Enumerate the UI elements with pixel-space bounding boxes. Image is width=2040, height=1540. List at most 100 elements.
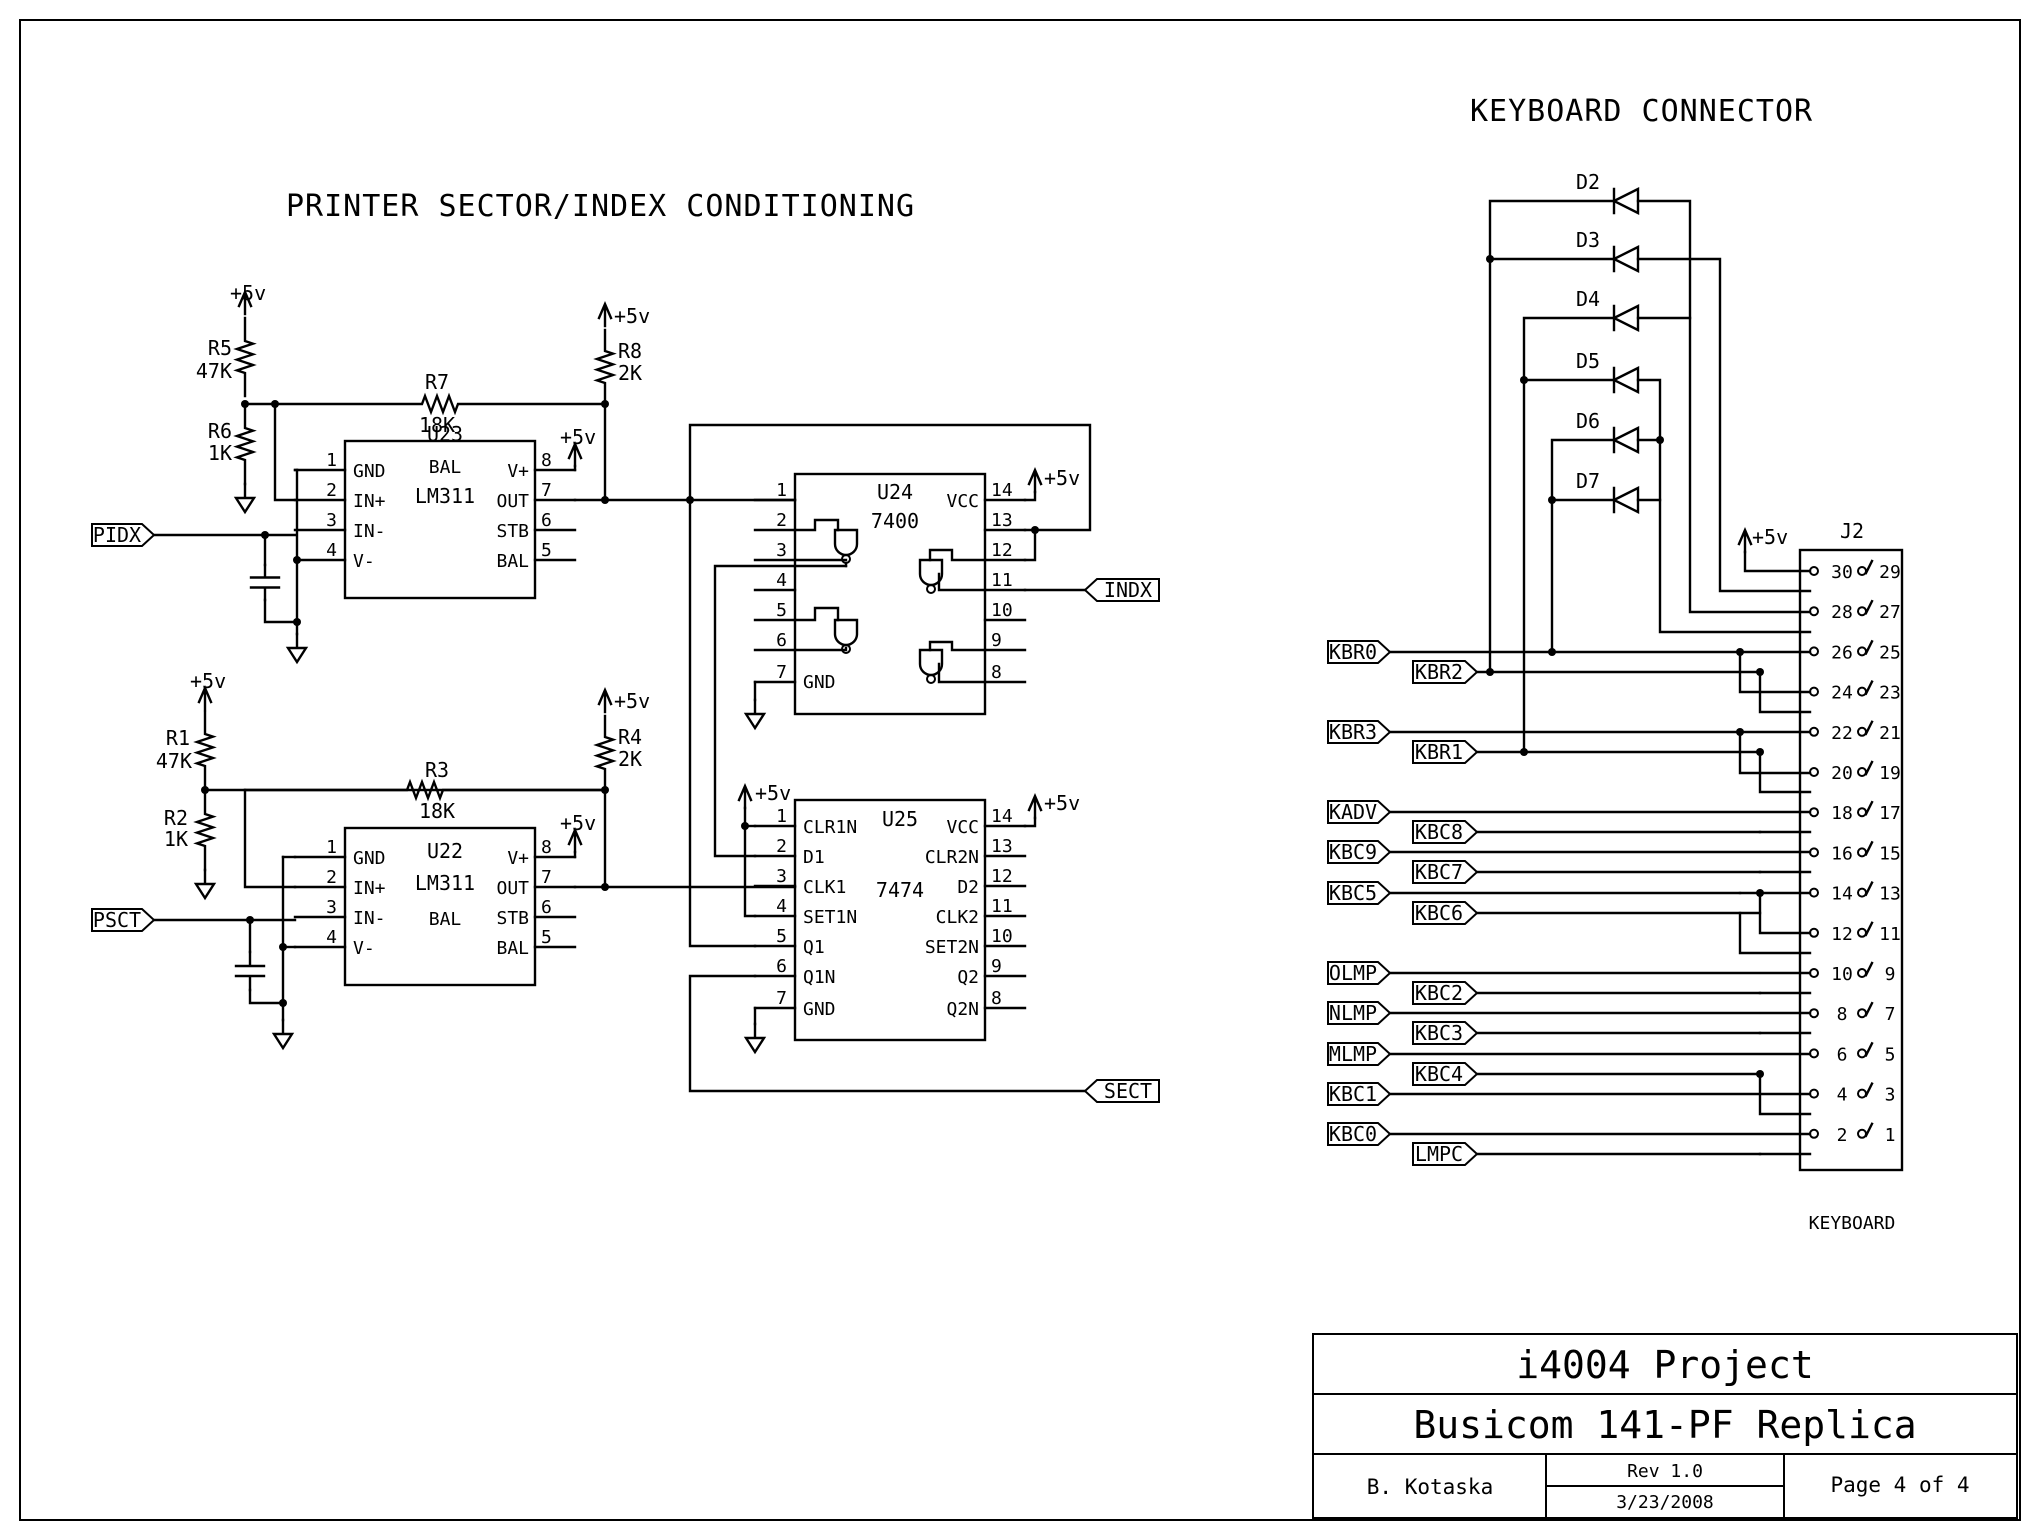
net-flag — [1327, 961, 1392, 985]
drawing-title: Busicom 141-PF Replica — [1413, 1403, 1916, 1447]
wire — [273, 392, 607, 416]
u22-body — [343, 826, 537, 987]
net-flag — [1327, 640, 1392, 664]
wire — [928, 640, 987, 652]
pin-number: 4 — [326, 927, 337, 948]
wire — [593, 328, 617, 406]
junction-dot — [1520, 376, 1528, 384]
wire — [1738, 730, 1812, 775]
part-type: LM311 — [415, 871, 475, 895]
wire — [597, 686, 613, 714]
left-section-title: PRINTER SECTOR/INDEX CONDITIONING — [286, 189, 915, 224]
diode-ref: D6 — [1576, 409, 1600, 433]
wire — [249, 563, 281, 602]
pin-name: VCC — [946, 817, 979, 838]
wire — [1758, 750, 1812, 794]
contact-right — [1857, 968, 1867, 978]
wire — [688, 423, 1092, 532]
wire — [234, 950, 266, 992]
net-flag — [1083, 578, 1160, 602]
title-block: i4004 Project Busicom 141-PF Replica B. … — [1312, 1333, 2018, 1519]
wire — [1611, 486, 1640, 514]
pin-number: 10 — [991, 600, 1013, 621]
pin-number: 8 — [541, 837, 552, 858]
pin-name: CLK2 — [936, 907, 979, 928]
pin-name: GND — [353, 461, 386, 482]
wire — [1027, 466, 1043, 494]
diode-ref: D3 — [1576, 228, 1600, 252]
part-ref: U25 — [882, 807, 918, 831]
contact-right — [1857, 1128, 1867, 1139]
power-label: +5v — [560, 811, 596, 835]
net-flag — [1327, 720, 1392, 744]
pin-number: 7 — [1885, 1004, 1896, 1025]
right-section-title: KEYBOARD CONNECTOR — [1470, 94, 1813, 129]
pin-number: 3 — [776, 866, 787, 887]
diode-ref: D7 — [1576, 469, 1600, 493]
pin-name: D1 — [803, 847, 825, 868]
pin-number: 3 — [776, 540, 787, 561]
net-flag-label: KBC4 — [1415, 1062, 1463, 1086]
wire — [1864, 599, 1874, 615]
wire — [593, 714, 617, 792]
pin-name: BAL — [429, 909, 462, 930]
pin-number: 27 — [1879, 602, 1901, 623]
pin-number: 1 — [776, 480, 787, 501]
pin-number: 10 — [1831, 964, 1853, 985]
wire — [793, 606, 840, 622]
pin-name: Q2N — [946, 999, 979, 1020]
wire — [193, 868, 217, 901]
wire — [833, 618, 859, 647]
part-ref: U23 — [427, 422, 463, 446]
junction-dot — [1486, 255, 1494, 263]
res-value: 18K — [419, 799, 455, 823]
pin-name: VCC — [946, 491, 979, 512]
pin-number: 2 — [776, 836, 787, 857]
pin-number: 4 — [1837, 1085, 1848, 1106]
pin-name: Q1N — [803, 967, 836, 988]
diode-ref: D2 — [1576, 170, 1600, 194]
diode-ref: D4 — [1576, 287, 1600, 311]
wire — [793, 646, 848, 652]
wire — [713, 564, 848, 858]
net-flag — [1412, 740, 1479, 764]
contact-right — [1857, 847, 1867, 858]
power-label: +5v — [1044, 791, 1080, 815]
net-flag — [1412, 1142, 1479, 1166]
res-ref: R4 — [618, 725, 642, 749]
pin-number: 1 — [1885, 1125, 1896, 1146]
pin-number: 7 — [541, 480, 552, 501]
pin-number: 30 — [1831, 562, 1853, 583]
pin-number: 7 — [541, 867, 552, 888]
wire — [567, 440, 583, 468]
pin-number: 19 — [1879, 763, 1901, 784]
junction-dot — [293, 556, 301, 564]
pin-name: OUT — [496, 491, 529, 512]
wire — [1864, 961, 1874, 977]
nand-bubble — [926, 674, 936, 684]
pin-number: 5 — [541, 927, 552, 948]
res-value: 2K — [618, 361, 642, 385]
junction-dot — [1486, 668, 1494, 676]
pin-name: V+ — [507, 848, 529, 869]
power-label: +5v — [614, 304, 650, 328]
pin-number: 22 — [1831, 723, 1853, 744]
net-flag-label: KBR0 — [1329, 640, 1377, 664]
wire — [1027, 792, 1043, 820]
pin-name: IN+ — [353, 491, 386, 512]
pin-number: 2 — [776, 510, 787, 531]
res-value: 47K — [156, 749, 192, 773]
net-flag — [1412, 660, 1479, 684]
junction-dot — [741, 822, 749, 830]
pin-number: 8 — [541, 450, 552, 471]
pin-name: GND — [803, 672, 836, 693]
pin-number: 9 — [1885, 964, 1896, 985]
pin-number: 17 — [1879, 803, 1901, 824]
wire — [1758, 670, 1812, 714]
res-ref: R7 — [425, 370, 449, 394]
res-ref: R5 — [208, 336, 232, 360]
net-flag-label: LMPC — [1415, 1142, 1463, 1166]
wire — [1864, 880, 1874, 897]
wire — [793, 518, 840, 532]
wire — [1737, 526, 1753, 554]
